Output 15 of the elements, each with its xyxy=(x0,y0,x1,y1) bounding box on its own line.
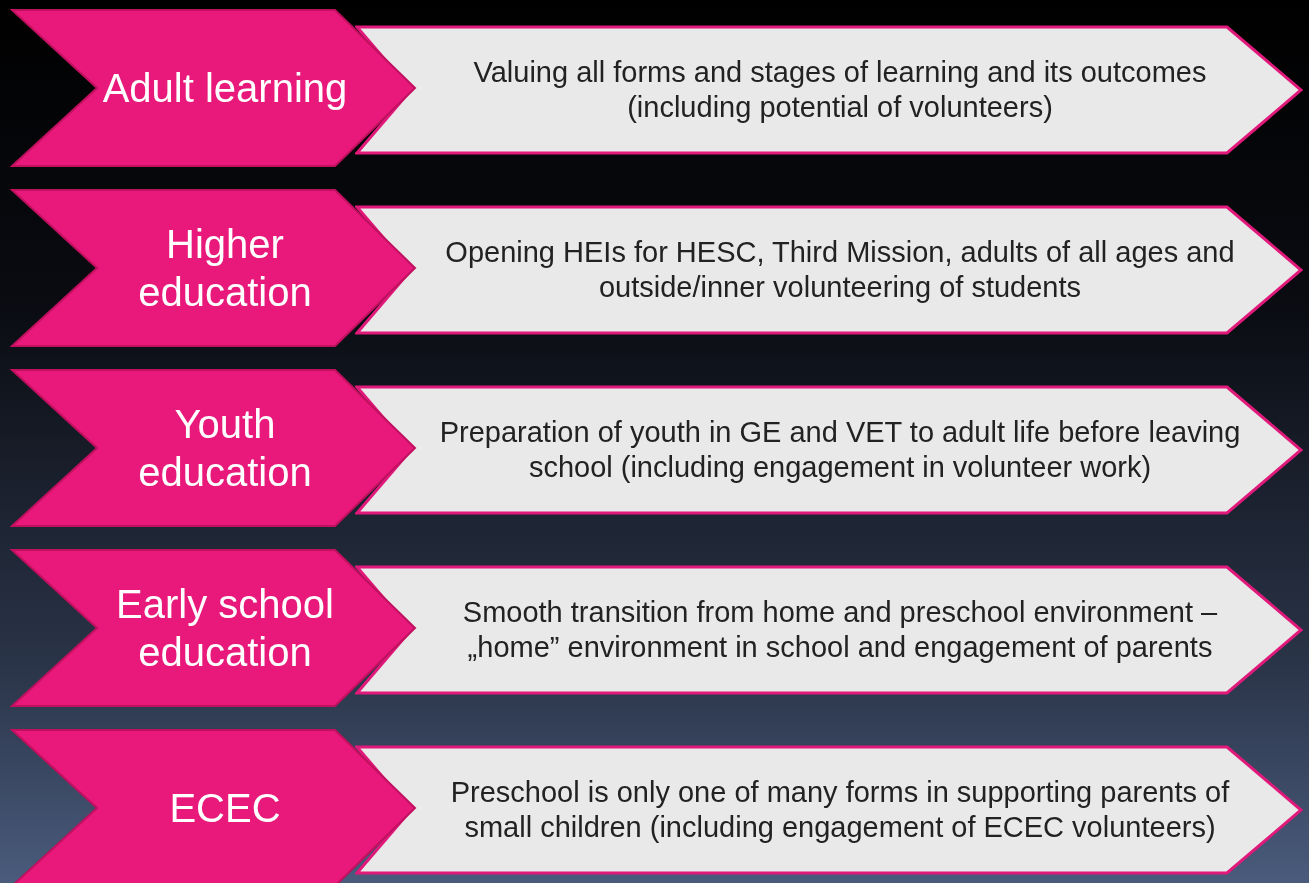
category-label: Higher education xyxy=(137,221,313,316)
arrow-banner xyxy=(355,745,1305,875)
category-label: Early school education xyxy=(115,581,335,676)
arrow-banner xyxy=(355,25,1305,155)
description-text: Preschool is only one of many forms in supporting parents of small children (including engagement of ECEC volunteers) xyxy=(449,775,1231,845)
category-label: Youth education xyxy=(137,401,313,496)
arrow-banner xyxy=(355,205,1305,335)
description-text: Preparation of youth in GE and VET to adult life before leaving school (including engagement in volunteer work) xyxy=(438,415,1242,485)
description-text: Opening HEIs for HESC, Third Mission, adults of all ages and outside/inner volunteering of students xyxy=(444,235,1236,305)
description-text: Valuing all forms and stages of learning and its outcomes (including potential of volunteers) xyxy=(472,55,1208,125)
description-text: Smooth transition from home and preschool environment – „home” environment in school and engagement of parents xyxy=(461,595,1219,665)
category-label: ECEC xyxy=(169,785,281,832)
category-label: Adult learning xyxy=(102,65,348,112)
arrow-banner xyxy=(355,565,1305,695)
arrow-banner xyxy=(355,385,1305,515)
